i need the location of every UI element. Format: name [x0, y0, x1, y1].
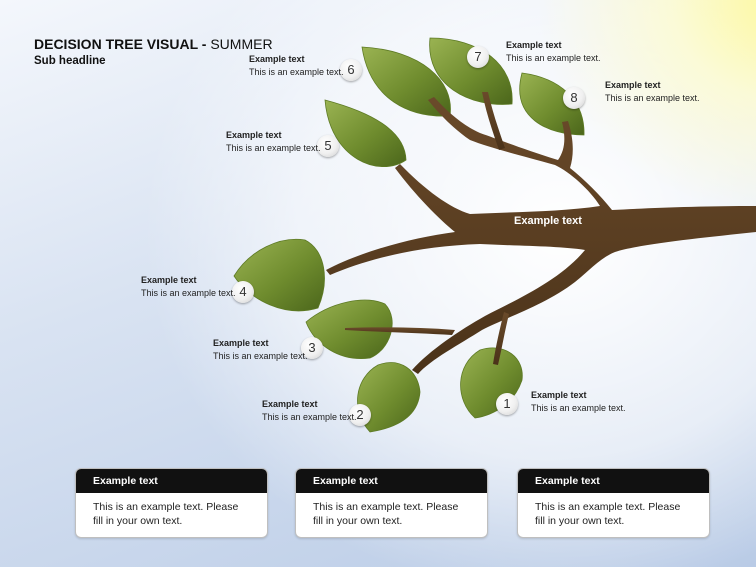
- leaf-label-8: Example text This is an example text.: [605, 79, 700, 104]
- leaf-badge-7: 7: [467, 46, 489, 68]
- leaf-5-shape: [324, 99, 407, 168]
- leaf-label-2-heading: Example text: [262, 399, 318, 409]
- leaf-4-shape: [233, 238, 325, 312]
- branch-3: [345, 327, 455, 335]
- leaf-label-8-body: This is an example text.: [605, 92, 700, 103]
- leaf-label-3-body: This is an example text.: [213, 350, 308, 361]
- leaf-label-8-heading: Example text: [605, 80, 661, 90]
- info-box-3-body: This is an example text. Please fill in …: [535, 501, 681, 527]
- leaf-label-2-body: This is an example text.: [262, 411, 357, 422]
- info-box-2-body: This is an example text. Please fill in …: [313, 501, 459, 527]
- leaf-8-shape: [519, 72, 585, 136]
- title-bold: DECISION TREE VISUAL -: [34, 36, 207, 52]
- trunk-label: Example text: [514, 215, 582, 227]
- leaf-badge-5: 5: [317, 135, 339, 157]
- trunk-main: [326, 97, 756, 374]
- leaf-label-4-heading: Example text: [141, 275, 197, 285]
- leaf-7-shape: [429, 37, 513, 105]
- tree-trunk: [326, 92, 756, 374]
- leaf-label-6-body: This is an example text.: [249, 66, 344, 77]
- leaf-label-7-heading: Example text: [506, 40, 562, 50]
- leaf-label-4: Example text This is an example text.: [141, 274, 236, 299]
- leaf-2-shape: [357, 362, 421, 433]
- info-box-1: Example text This is an example text. Pl…: [75, 468, 268, 538]
- info-box-3-header: Example text: [518, 469, 709, 493]
- leaf-badge-2: 2: [349, 404, 371, 426]
- leaf-label-3-heading: Example text: [213, 338, 269, 348]
- leaf-badge-4: 4: [232, 281, 254, 303]
- leaf-label-2: Example text This is an example text.: [262, 398, 357, 423]
- page-title: DECISION TREE VISUAL - SUMMER: [34, 36, 273, 52]
- info-box-1-body: This is an example text. Please fill in …: [93, 501, 239, 527]
- leaf-badge-3: 3: [301, 337, 323, 359]
- leaf-label-1: Example text This is an example text.: [531, 389, 626, 414]
- leaf-label-5-heading: Example text: [226, 130, 282, 140]
- sub-headline: Sub headline: [34, 55, 106, 67]
- info-box-1-header: Example text: [76, 469, 267, 493]
- leaf-label-6: Example text This is an example text.: [249, 53, 344, 78]
- leaf-label-5-body: This is an example text.: [226, 142, 321, 153]
- leaf-label-3: Example text This is an example text.: [213, 337, 308, 362]
- leaf-label-7: Example text This is an example text.: [506, 39, 616, 64]
- leaf-label-7-body: This is an example text.: [506, 52, 601, 63]
- branch-7: [482, 92, 505, 150]
- leaf-badge-1: 1: [496, 393, 518, 415]
- leaf-label-4-body: This is an example text.: [141, 287, 236, 298]
- leaf-badge-6: 6: [340, 59, 362, 81]
- title-season: SUMMER: [210, 36, 273, 52]
- info-box-3: Example text This is an example text. Pl…: [517, 468, 710, 538]
- branch-1: [493, 312, 509, 365]
- leaf-label-1-heading: Example text: [531, 390, 587, 400]
- leaf-label-5: Example text This is an example text.: [226, 129, 321, 154]
- leaf-label-6-heading: Example text: [249, 54, 305, 64]
- info-box-2: Example text This is an example text. Pl…: [295, 468, 488, 538]
- leaf-label-1-body: This is an example text.: [531, 402, 626, 413]
- info-box-2-header: Example text: [296, 469, 487, 493]
- leaf-badge-8: 8: [563, 87, 585, 109]
